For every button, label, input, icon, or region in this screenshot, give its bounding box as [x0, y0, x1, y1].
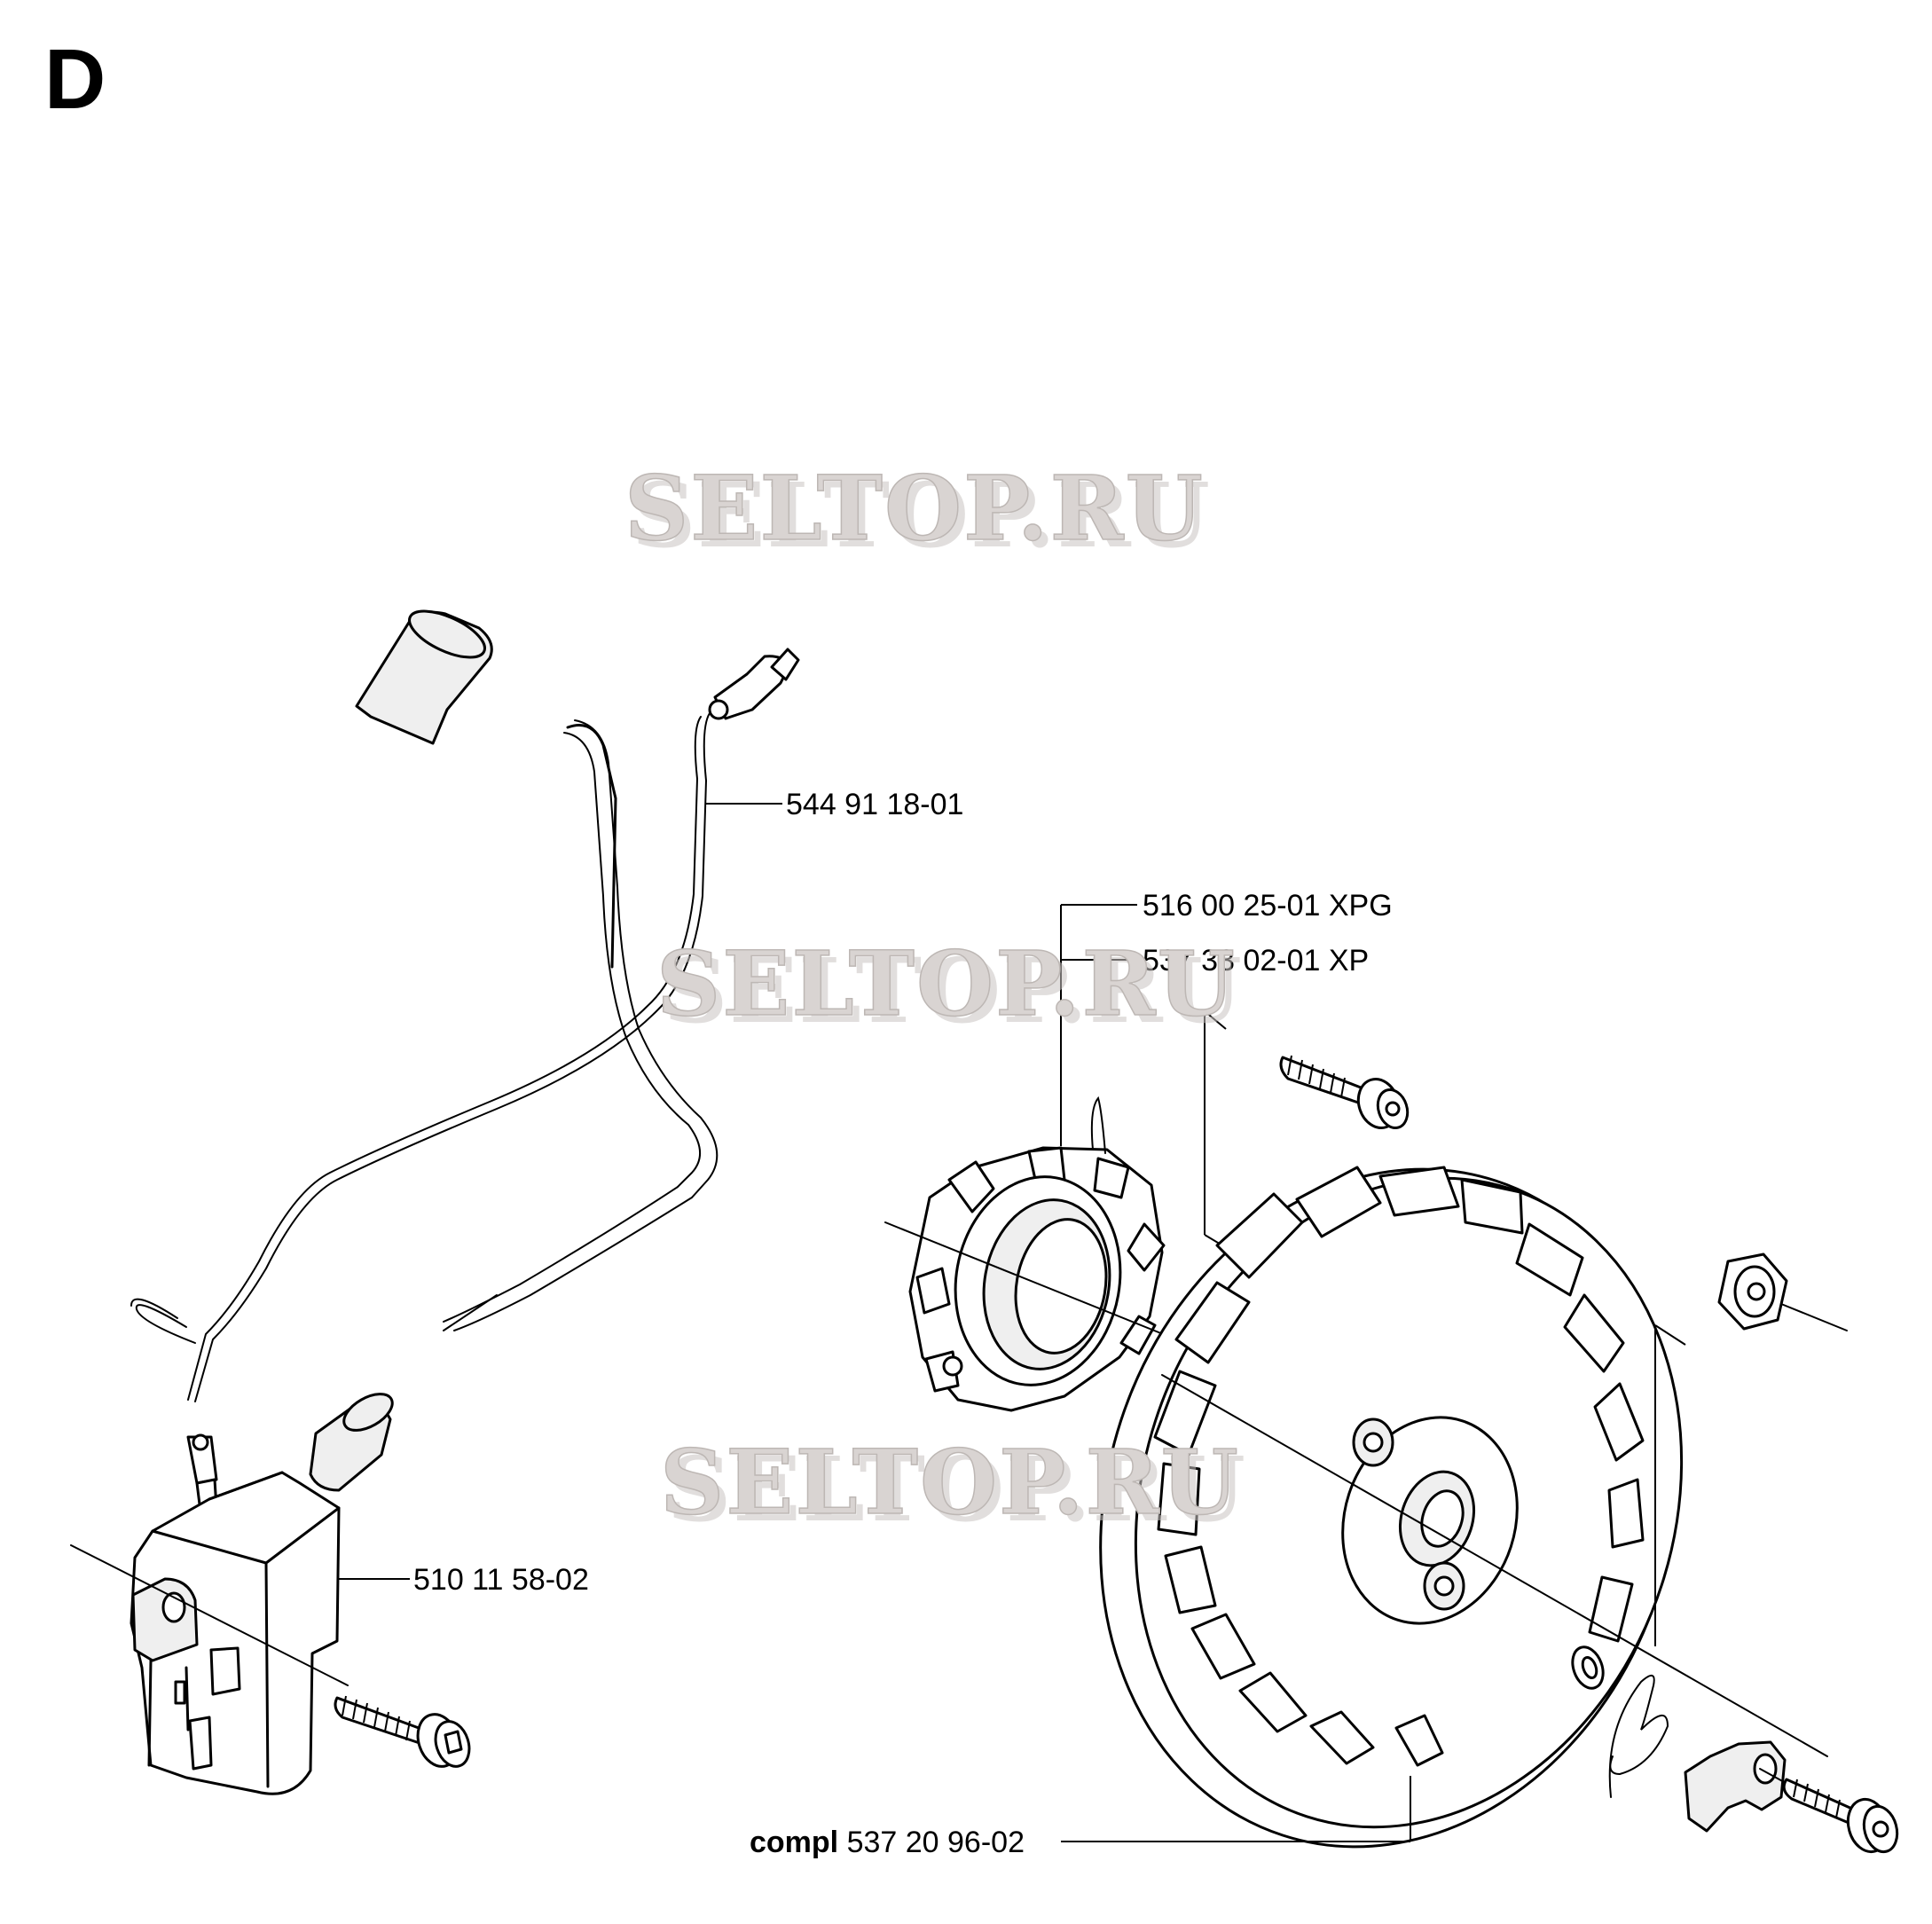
watermark-3: SELTOP.RU — [660, 1430, 1240, 1535]
label-starter-pulley: 516 00 25-01 XPG — [1143, 889, 1393, 923]
watermark-shadow-2: SELTOP.RU — [664, 938, 1244, 1043]
watermark-shadow-1: SELTOP.RU — [632, 463, 1212, 568]
watermark-shadow-3: SELTOP.RU — [667, 1437, 1247, 1542]
label-flywheel-prefix: compl — [750, 1826, 838, 1859]
flywheel-illustration — [1061, 1166, 1828, 1849]
section-letter: D — [44, 32, 106, 127]
label-flywheel-number: 537 20 96-02 — [847, 1826, 1025, 1859]
flywheel-nut-illustration — [1654, 1253, 1848, 1646]
spring-illustration — [1608, 1675, 1669, 1798]
label-pulley-alt: 537 33 02-01 XP — [1143, 944, 1369, 978]
watermark-1: SELTOP.RU — [624, 456, 1205, 561]
label-ignition-module: 510 11 58-02 — [413, 1563, 589, 1597]
ignition-lead-illustration — [130, 609, 800, 1513]
starter-pulley-illustration — [884, 904, 1410, 1412]
ignition-module-illustration — [70, 1471, 471, 1795]
pawl-illustration — [1684, 1740, 1796, 1833]
label-ignition-lead: 544 91 18-01 — [786, 788, 963, 821]
watermark-layer: SELTOP.RU SELTOP.RU SELTOP.RU SELTOP.RU … — [624, 455, 1247, 1542]
label-flywheel: compl 537 20 96-02 — [750, 1826, 1025, 1859]
pawl-screw-illustration — [1782, 1778, 1899, 1854]
watermark-2: SELTOP.RU — [656, 931, 1237, 1036]
washer-illustration — [1571, 1645, 1605, 1690]
